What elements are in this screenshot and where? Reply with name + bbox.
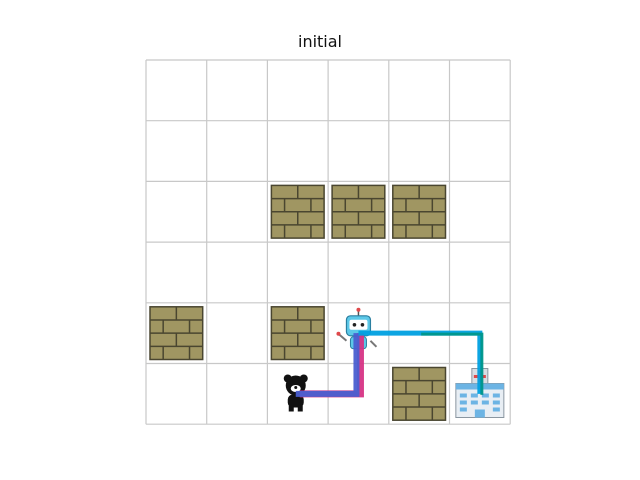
page-title: initial [298,32,342,51]
robot-to-hospital-path-teal [421,332,484,395]
bear-person-icon [283,374,308,412]
brick-wall-icon [270,306,325,361]
brick-wall-icon [392,184,447,239]
brick-wall-icon [392,366,447,421]
brick-wall-icon [270,184,325,239]
grid [145,59,511,425]
brick-wall-icon [331,184,386,239]
person-path-blue [295,333,360,397]
cell-contents [149,184,505,421]
path-overlay [295,330,484,398]
brick-wall-icon [149,306,204,361]
